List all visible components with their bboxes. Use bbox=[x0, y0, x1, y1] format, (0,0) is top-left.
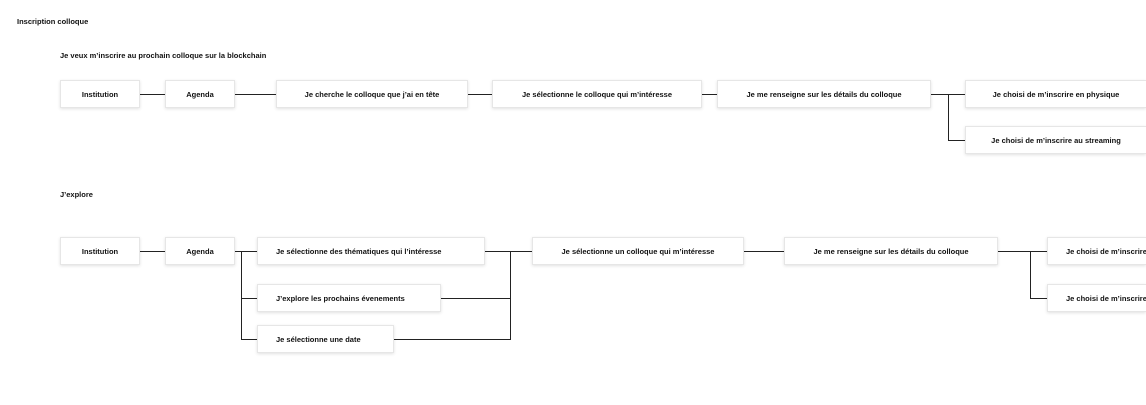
flow1-step-details[interactable]: Je me renseigne sur les détails du collo… bbox=[717, 80, 931, 108]
flow1-branch-connector bbox=[948, 140, 965, 141]
flow1-step-agenda[interactable]: Agenda bbox=[165, 80, 235, 108]
flow1-connector bbox=[235, 94, 276, 95]
flow2-branch-connector bbox=[1030, 251, 1031, 298]
flow2-step-select-colloque[interactable]: Je sélectionne un colloque qui m’intéres… bbox=[532, 237, 744, 265]
flow1-connector bbox=[468, 94, 492, 95]
flow1-connector bbox=[140, 94, 165, 95]
flow1-step-select[interactable]: Je sélectionne le colloque qui m’intéres… bbox=[492, 80, 702, 108]
flow1-branch-connector bbox=[948, 94, 949, 140]
flow1-step-institution[interactable]: Institution bbox=[60, 80, 140, 108]
flow2-connector bbox=[998, 251, 1047, 252]
flow2-branch-connector bbox=[1030, 298, 1047, 299]
flow2-connector bbox=[140, 251, 165, 252]
flow2-step-physical[interactable]: Je choisi de m’inscrire en physique bbox=[1047, 237, 1146, 265]
flow1-step-physical[interactable]: Je choisi de m’inscrire en physique bbox=[965, 80, 1146, 108]
flow2-step-explore-events[interactable]: J’explore les prochains évenements bbox=[257, 284, 441, 312]
flow2-title: J’explore bbox=[60, 190, 93, 199]
flow2-split-connector bbox=[241, 339, 257, 340]
flow1-title: Je veux m’inscrire au prochain colloque … bbox=[60, 51, 267, 60]
flow1-step-streaming[interactable]: Je choisi de m’inscrire au streaming bbox=[965, 126, 1146, 154]
flow2-step-agenda[interactable]: Agenda bbox=[165, 237, 235, 265]
flow2-split-connector bbox=[241, 251, 242, 339]
page-title: Inscription colloque bbox=[17, 17, 89, 26]
flow2-step-themes[interactable]: Je sélectionne des thématiques qui l’int… bbox=[257, 237, 485, 265]
flow2-merge-connector bbox=[510, 251, 511, 340]
flow2-merge-connector bbox=[441, 298, 510, 299]
flow2-connector bbox=[235, 251, 257, 252]
flow2-connector bbox=[744, 251, 784, 252]
flow2-merge-connector bbox=[394, 339, 510, 340]
flow1-step-search[interactable]: Je cherche le colloque que j’ai en tête bbox=[276, 80, 468, 108]
flow2-merge-connector bbox=[485, 251, 532, 252]
flow2-step-select-date[interactable]: Je sélectionne une date bbox=[257, 325, 394, 353]
flow1-connector bbox=[702, 94, 717, 95]
flow2-step-institution[interactable]: Institution bbox=[60, 237, 140, 265]
flow2-step-details[interactable]: Je me renseigne sur les détails du collo… bbox=[784, 237, 998, 265]
flow2-split-connector bbox=[241, 298, 257, 299]
flow2-step-streaming[interactable]: Je choisi de m’inscrire au streaming bbox=[1047, 284, 1146, 312]
